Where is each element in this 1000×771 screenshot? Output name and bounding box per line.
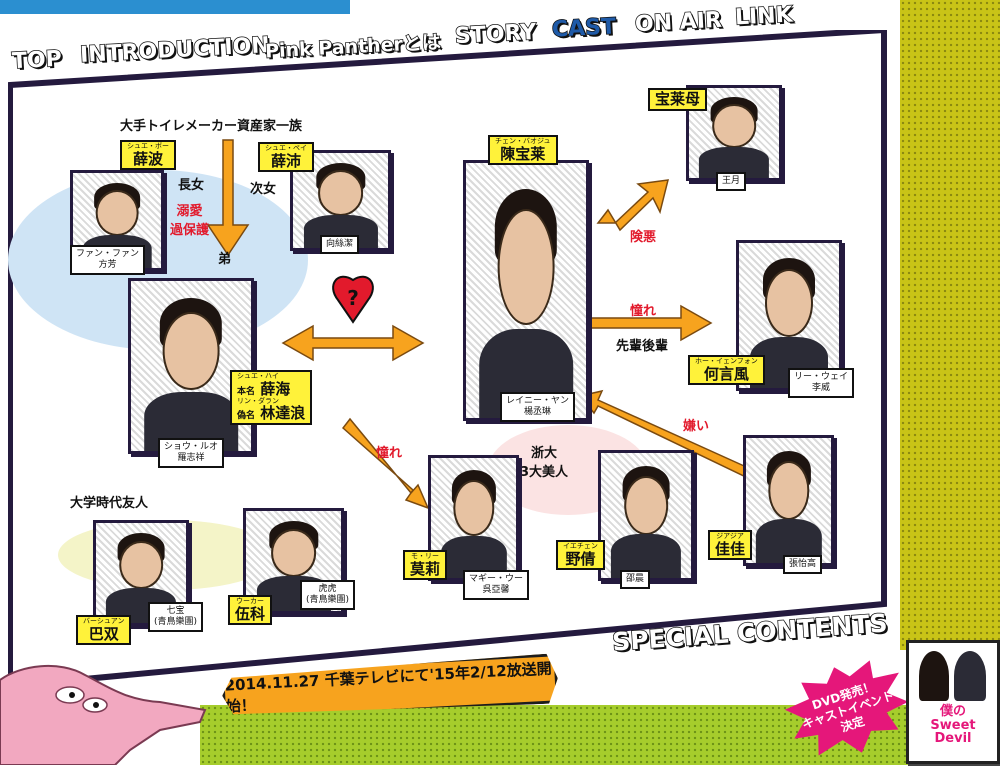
rel-brother: 弟 <box>218 252 232 267</box>
tag-bashuang: バーシュアン巴双 <box>76 615 132 646</box>
photo-xuehai[interactable] <box>128 278 254 454</box>
group-family-label: 大手トイレメーカー資産家一族 <box>120 119 303 134</box>
caption-baolai: レイニー・ヤン 楊丞琳 <box>500 392 576 422</box>
arrow-double-mother <box>596 179 669 232</box>
rel-danger: 険悪 <box>630 230 657 245</box>
group-beauties-label: 浙大 3大美人 <box>520 446 569 480</box>
caption-xuehai: ショウ・ルオ 羅志祥 <box>158 438 225 468</box>
tag-jiajia: ジアジア佳佳 <box>708 530 753 561</box>
caption-moli: マギー・ウー 呉亞馨 <box>463 570 530 600</box>
photo-heyanfeng[interactable] <box>736 240 842 391</box>
caption-xuebo: ファン・ファン 方芳 <box>70 245 146 275</box>
caption-wuke: 虎虎 (青鳥樂團) <box>300 580 356 610</box>
caption-yeqian: 邵晨 <box>620 570 651 589</box>
rel-eldest: 長女 <box>178 178 205 193</box>
caption-xuepei: 向絲潔 <box>320 235 360 254</box>
rel-second: 次女 <box>250 182 277 197</box>
rel-admire-moli: 憧れ <box>376 446 403 461</box>
tag-xuepei: シュエ・ペイ薛沛 <box>258 142 314 173</box>
rel-admire-he: 憧れ <box>630 304 657 319</box>
rel-dislike: 嫌い <box>683 419 710 434</box>
tag-yeqian: イエチェン野倩 <box>556 540 605 571</box>
caption-mother: 王月 <box>716 172 747 191</box>
tag-xuebo: シュエ・ボー薛波 <box>120 140 176 171</box>
arrow-admire-moli <box>341 417 430 510</box>
tag-heyanfeng: ホー・イェンフォン何言風 <box>688 355 765 386</box>
red-heart-question-icon <box>332 275 374 324</box>
tag-wuke: ウーカー伍科 <box>228 595 273 626</box>
photo-yeqian[interactable] <box>598 450 694 581</box>
nav-link[interactable]: LINK <box>734 2 794 31</box>
dvd-cover-figure-left <box>919 651 949 701</box>
rel-senpai: 先輩後輩 <box>616 339 669 354</box>
pink-panther-illustration <box>0 664 207 765</box>
tag-mother: 宝莱母 <box>648 88 708 111</box>
tag-xuehai: シュエ・ハイ 本名 薛海 リン・ダラン 偽名 林達浪 <box>230 370 313 426</box>
arrow-admire-he <box>590 304 713 342</box>
dvd-cover-figure-right <box>954 651 986 701</box>
caption-jiajia: 張怡高 <box>783 555 823 574</box>
rel-spoil: 溺愛 過保護 <box>170 204 210 238</box>
arrow-double-hai-baolai <box>281 324 425 362</box>
heart-question-mark: ? <box>347 286 359 310</box>
dvd-cover-title: 僕の Sweet Devil <box>930 704 976 747</box>
arrow-down-brother <box>206 139 250 257</box>
right-dot-pattern <box>900 0 1000 650</box>
caption-heyanfeng: リー・ウェイ 李威 <box>788 368 855 398</box>
caption-bashuang: 七宝 (青鳥樂團) <box>148 602 204 632</box>
relation-arrows <box>206 139 755 510</box>
tag-moli: モ・リー莫莉 <box>403 550 448 581</box>
cast-relationship-board: ? 大手トイレメーカー資産家一族 大学時代友人 浙大 3大美人 長女 次女 溺愛… <box>8 30 888 695</box>
top-blue-strip <box>0 0 350 14</box>
group-university-label: 大学時代友人 <box>70 496 149 511</box>
tag-baolai: チェン・バオジュ陳宝莱 <box>488 135 558 166</box>
dvd-cover-image[interactable]: 僕の Sweet Devil <box>906 640 1000 764</box>
photo-jiajia[interactable] <box>743 435 834 566</box>
photo-baolai[interactable] <box>463 160 589 421</box>
